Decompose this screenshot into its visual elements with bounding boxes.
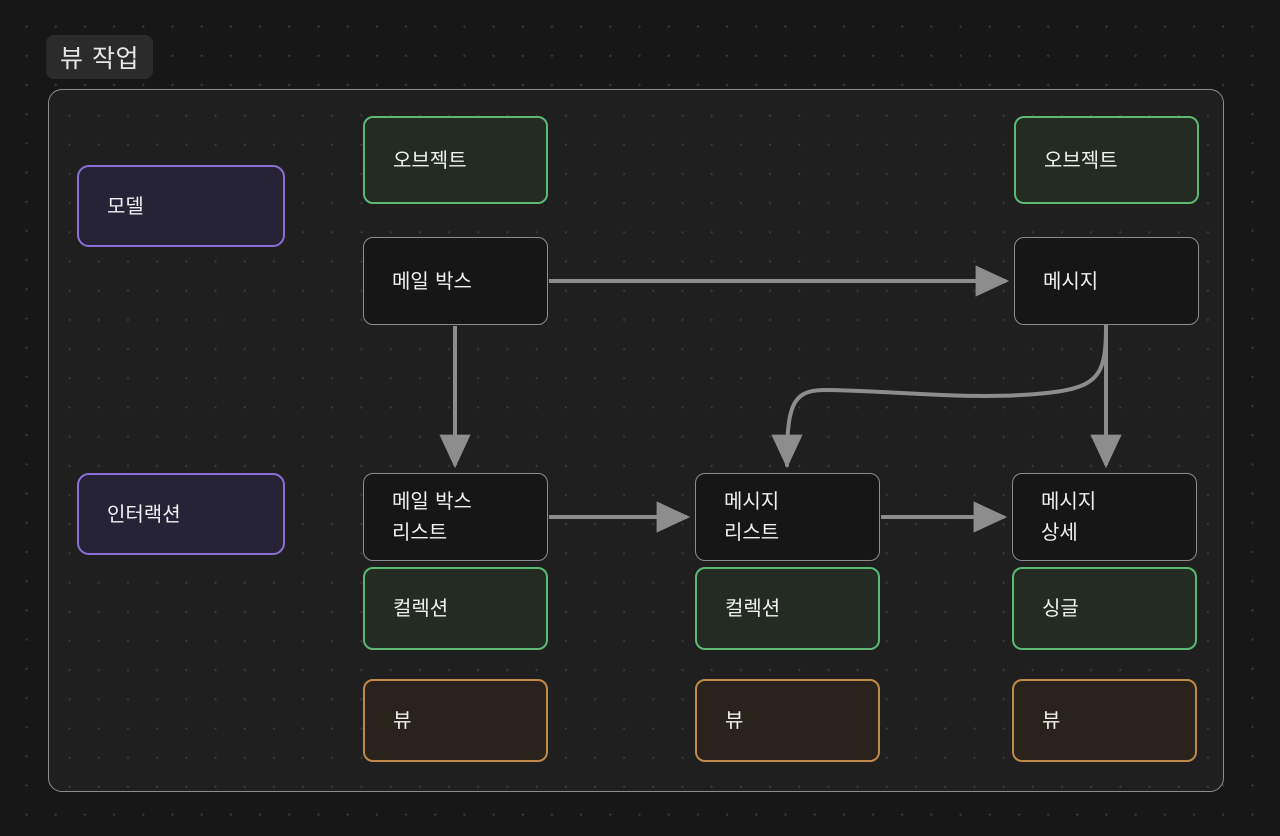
node-collection-2[interactable]: 컬렉션 [695, 567, 880, 650]
node-message-list-label-1: 메시지 [724, 489, 780, 513]
node-view-2[interactable]: 뷰 [695, 679, 880, 762]
lane-model-label: 모델 [107, 193, 144, 218]
node-message[interactable]: 메시지 [1014, 237, 1199, 325]
node-view-1[interactable]: 뷰 [363, 679, 548, 762]
node-mailbox-list[interactable]: 메일 박스 리스트 [363, 473, 548, 561]
node-collection-1[interactable]: 컬렉션 [363, 567, 548, 650]
node-collection-1-label: 컬렉션 [393, 596, 449, 620]
node-object-right[interactable]: 오브젝트 [1014, 116, 1199, 204]
node-mailbox-list-label-1: 메일 박스 [392, 489, 472, 513]
node-mailbox-label: 메일 박스 [392, 268, 472, 293]
node-object-left[interactable]: 오브젝트 [363, 116, 548, 204]
node-message-detail-label-2: 상세 [1041, 520, 1078, 544]
lane-interaction[interactable]: 인터랙션 [77, 473, 285, 555]
node-mailbox-list-label-2: 리스트 [392, 520, 448, 544]
node-single-label: 싱글 [1042, 596, 1079, 620]
node-collection-2-label: 컬렉션 [725, 596, 781, 620]
node-single[interactable]: 싱글 [1012, 567, 1197, 650]
lane-interaction-label: 인터랙션 [107, 501, 181, 526]
page-title: 뷰 작업 [46, 35, 153, 79]
diagram-canvas: 모델 인터랙션 오브젝트 오브젝트 메일 박스 메시지 메일 박스 리스트 메시… [48, 89, 1224, 792]
node-mailbox[interactable]: 메일 박스 [363, 237, 548, 325]
node-object-right-label: 오브젝트 [1044, 147, 1118, 172]
connector-message-to-message-list [771, 324, 1108, 469]
node-message-label: 메시지 [1043, 268, 1099, 293]
node-message-detail[interactable]: 메시지 상세 [1012, 473, 1197, 561]
lane-model[interactable]: 모델 [77, 165, 285, 247]
node-view-3[interactable]: 뷰 [1012, 679, 1197, 762]
node-message-detail-label-1: 메시지 [1041, 489, 1097, 513]
node-view-2-label: 뷰 [725, 708, 744, 732]
node-view-1-label: 뷰 [393, 708, 412, 732]
node-object-left-label: 오브젝트 [393, 147, 467, 172]
node-message-list[interactable]: 메시지 리스트 [695, 473, 880, 561]
node-message-list-label-2: 리스트 [724, 520, 780, 544]
node-view-3-label: 뷰 [1042, 708, 1061, 732]
